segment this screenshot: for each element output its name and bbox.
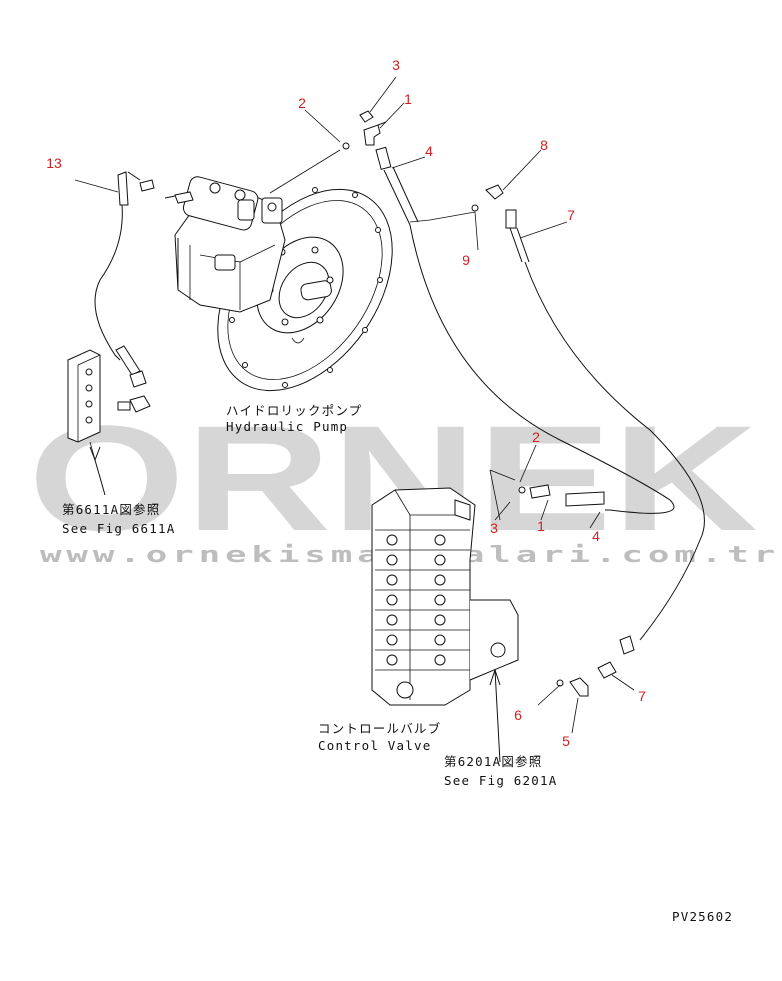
callout-4-top: 4 xyxy=(425,143,433,159)
callout-6: 6 xyxy=(514,707,522,723)
valve-caption-en: Control Valve xyxy=(318,738,431,753)
control-valve-drawing xyxy=(371,487,519,763)
callout-4-mid: 4 xyxy=(592,528,600,544)
callout-13: 13 xyxy=(46,155,62,171)
pump-fittings xyxy=(94,110,530,388)
pilot-block-drawing xyxy=(67,349,151,496)
callout-1-mid: 1 xyxy=(537,518,545,534)
callout-1-top: 1 xyxy=(404,91,412,107)
callout-3-mid: 3 xyxy=(490,520,498,536)
valve-caption-jp: コントロールバルブ xyxy=(318,721,441,736)
callout-8: 8 xyxy=(540,137,548,153)
callout-9: 9 xyxy=(462,252,470,268)
ref-6611-caption-jp: 第6611A図参照 xyxy=(62,502,160,517)
pump-caption-jp: ハイドロリックポンプ xyxy=(226,403,362,418)
callout-5: 5 xyxy=(562,733,570,749)
ref-6201-caption-en: See Fig 6201A xyxy=(444,773,557,788)
valve-fittings xyxy=(489,469,635,697)
hydraulic-pump-drawing xyxy=(164,149,393,392)
ref-6201-caption-jp: 第6201A図参照 xyxy=(444,754,542,769)
callout-3-top: 3 xyxy=(392,57,400,73)
pump-caption-en: Hydraulic Pump xyxy=(226,419,348,434)
callout-7-top: 7 xyxy=(567,207,575,223)
callout-2-mid: 2 xyxy=(532,429,540,445)
captions: ハイドロリックポンプ Hydraulic Pump 第6611A図参照 See … xyxy=(62,403,733,924)
callout-2-top: 2 xyxy=(298,95,306,111)
hoses xyxy=(409,211,705,641)
drawing-number: PV25602 xyxy=(672,909,733,924)
ref-6611-caption-en: See Fig 6611A xyxy=(62,521,175,536)
leader-lines xyxy=(74,76,635,734)
callout-7-bot: 7 xyxy=(638,688,646,704)
callouts: 3 2 1 4 8 13 7 9 2 3 1 4 6 5 7 xyxy=(46,57,646,749)
